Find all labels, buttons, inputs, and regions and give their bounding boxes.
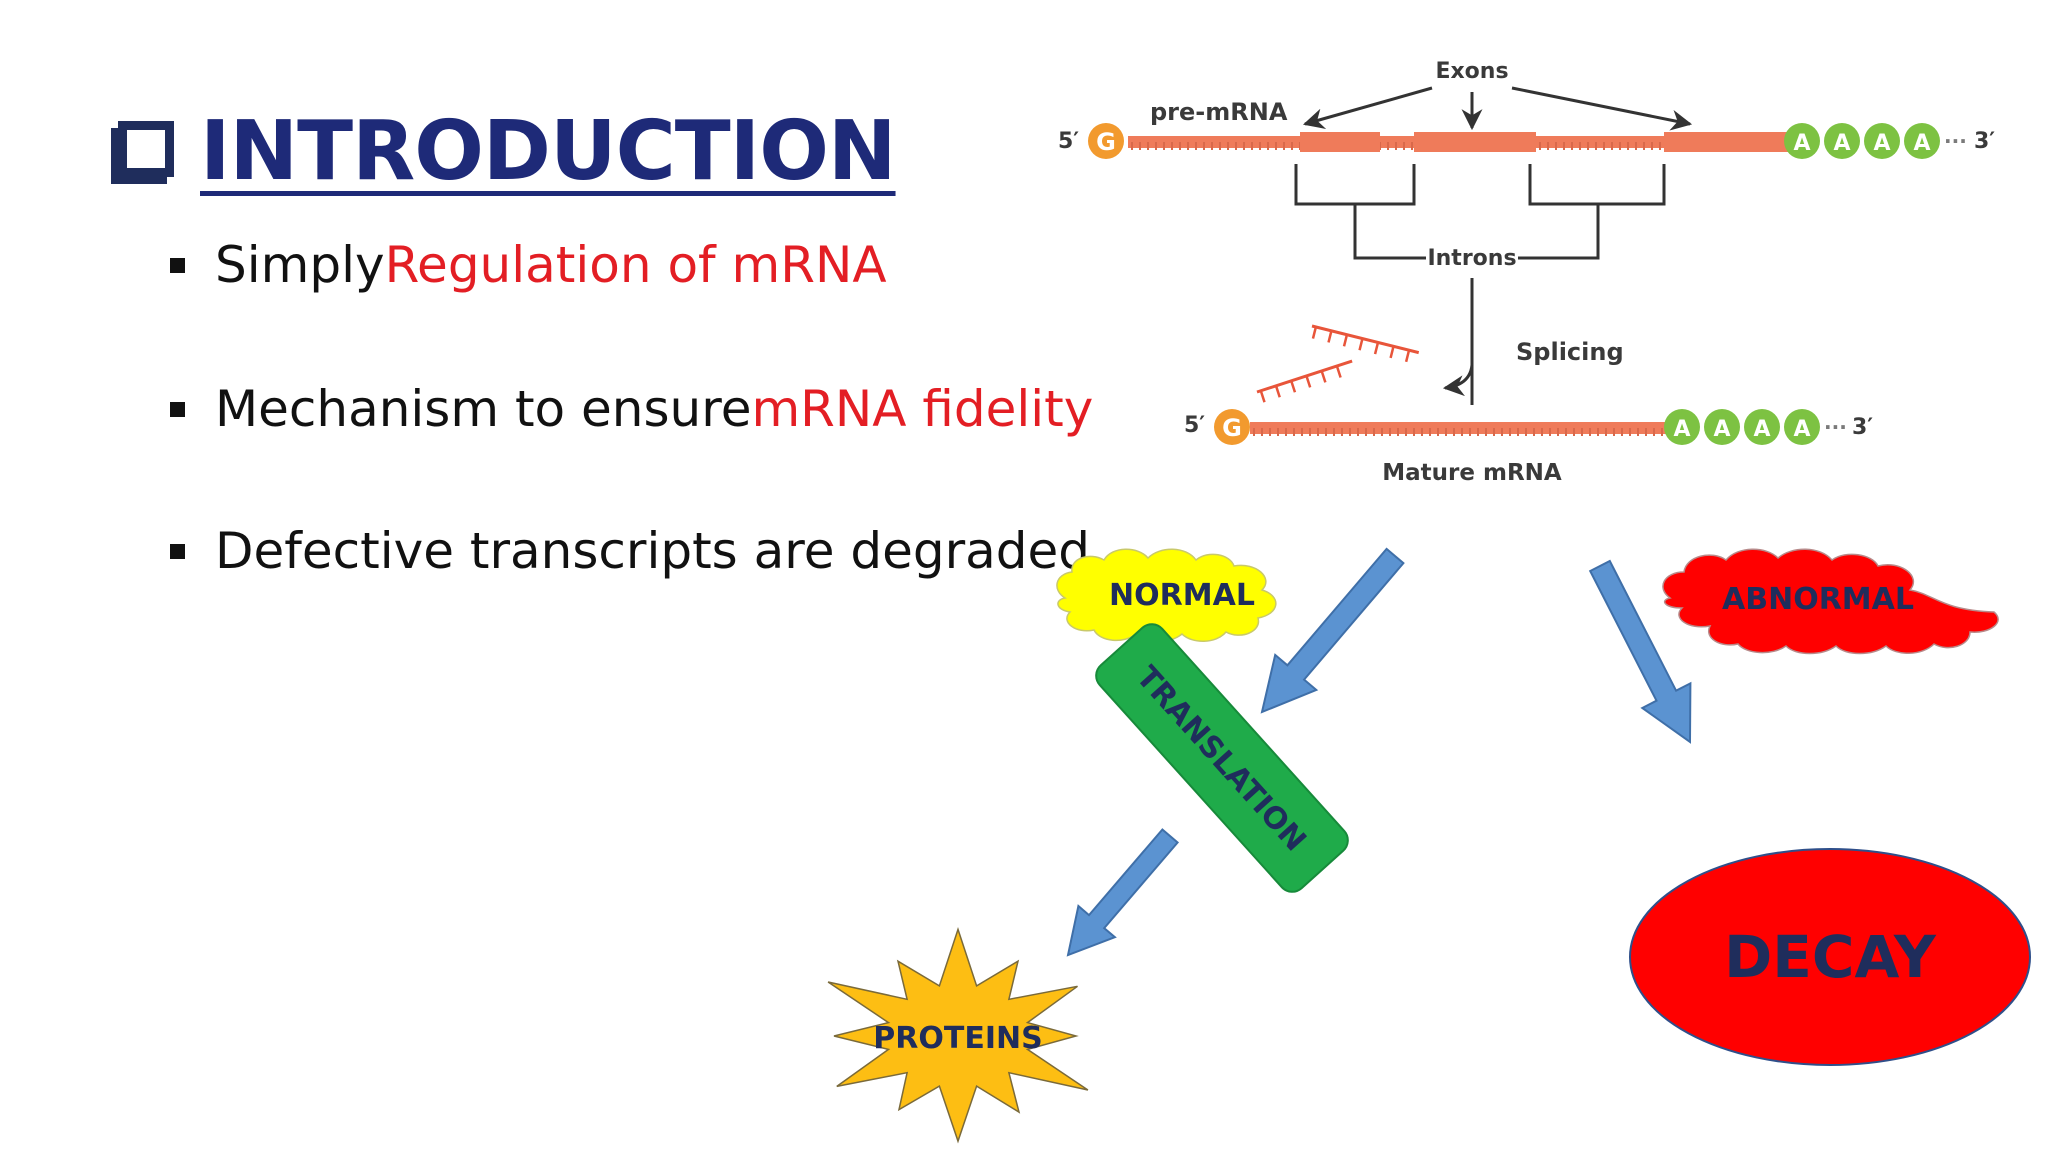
cloud-icon [1056, 548, 1277, 643]
poly-a-circle [1904, 123, 1940, 159]
intron-bracket [1353, 204, 1426, 260]
mature-mrna-label: Mature mRNA [1382, 460, 1562, 486]
poly-a-circle [1704, 409, 1740, 445]
mature-mrna-strand [1250, 422, 1670, 436]
introns-label: Introns [1427, 246, 1516, 271]
five-prime-label: 5′ [1058, 129, 1079, 154]
exon-segment [1414, 132, 1536, 152]
poly-a-circle [1784, 409, 1820, 445]
cloud-icon [1662, 548, 1999, 655]
poly-a-label: A [1873, 131, 1890, 156]
excised-intron-fragment [1256, 359, 1353, 403]
exon-pointer-arrow [1302, 86, 1433, 129]
normal-label: NORMAL [1109, 578, 1255, 613]
proteins-starburst: PROTEINS [827, 927, 1089, 1144]
ellipsis-label: ··· [1944, 129, 1967, 153]
page-title: INTRODUCTION [200, 103, 897, 199]
exon-segment [1664, 132, 1788, 152]
poly-a-circle [1784, 123, 1820, 159]
pre-mrna-label: pre-mRNA [1150, 98, 1288, 126]
poly-a-label: A [1913, 131, 1930, 156]
bullet-item: Simply Regulation of mRNA [170, 236, 887, 294]
cap-circle [1088, 123, 1124, 159]
excised-introns [1256, 324, 1420, 403]
poly-a-label: A [1753, 417, 1770, 442]
intron-bracket [1518, 204, 1600, 260]
cap-circle [1214, 409, 1250, 445]
translation-box-shape [1095, 623, 1349, 893]
starburst-icon [827, 927, 1089, 1144]
poly-a-circle [1864, 123, 1900, 159]
checkbox-square-icon [118, 121, 174, 177]
splicing-arrow-branch [1442, 364, 1474, 397]
proteins-label: PROTEINS [873, 1021, 1042, 1056]
poly-a-label: A [1793, 417, 1810, 442]
poly-a-tail: A A A A ··· 3′ [1784, 123, 1995, 159]
bullet-highlight: mRNA fidelity [751, 380, 1094, 438]
exon-pointer-arrow [1511, 86, 1693, 131]
bullet-text: Mechanism to ensure [215, 380, 752, 438]
bullet-item: Mechanism to ensure mRNA fidelity [170, 380, 1093, 438]
bullet-text: Simply [215, 236, 385, 294]
poly-a-circle [1744, 409, 1780, 445]
normal-cloud: NORMAL [1056, 548, 1277, 643]
bullet-item: Defective transcripts are degraded [170, 522, 1090, 580]
cap-label: G [1096, 128, 1116, 156]
excised-intron-fragment [1311, 324, 1420, 363]
five-prime-cap: G [1214, 409, 1250, 445]
splicing-arrow [1442, 278, 1474, 405]
title-block: INTRODUCTION [118, 96, 897, 206]
abnormal-label: ABNORMAL [1722, 582, 1914, 617]
ellipsis-label: ··· [1824, 415, 1847, 439]
decay-ellipse-shape [1629, 848, 2031, 1066]
bullet-text: Defective transcripts are degraded [215, 522, 1091, 580]
bullet-highlight: Regulation of mRNA [384, 236, 887, 294]
intron-bracket [1528, 164, 1666, 206]
intron-bracket [1294, 164, 1416, 206]
three-prime-label: 3′ [1974, 129, 1995, 154]
five-prime-cap: G [1088, 123, 1124, 159]
bullet-square-icon [170, 401, 185, 417]
poly-a-label: A [1833, 131, 1850, 156]
splicing-label: Splicing [1516, 338, 1624, 366]
poly-a-label: A [1793, 131, 1810, 156]
arrow-icon [1588, 559, 1692, 744]
decay-ellipse: DECAY [1629, 848, 2031, 1066]
five-prime-label: 5′ [1184, 413, 1205, 438]
arrow-icon [1066, 828, 1180, 957]
arrow-icon [1260, 547, 1405, 714]
exons-label: Exons [1435, 59, 1508, 84]
intron-brackets [1294, 164, 1666, 260]
bullet-square-icon [170, 543, 185, 559]
decay-label: DECAY [1724, 923, 1937, 991]
bullet-square-icon [170, 257, 185, 273]
exon-segment [1300, 132, 1380, 152]
strand-ticks [1253, 428, 1663, 436]
cap-label: G [1222, 414, 1242, 442]
pre-mrna-strand [1128, 132, 1788, 152]
poly-a-circle [1824, 123, 1860, 159]
splicing-diagram: Exons pre-mRNA 5′ G A [1058, 59, 1995, 486]
three-prime-label: 3′ [1852, 415, 1873, 440]
poly-a-label: A [1673, 417, 1690, 442]
flow-arrows [1066, 547, 1692, 957]
poly-a-label: A [1713, 417, 1730, 442]
abnormal-cloud: ABNORMAL [1662, 548, 1999, 655]
poly-a-circle [1664, 409, 1700, 445]
poly-a-tail: A A A A ··· 3′ [1664, 409, 1873, 445]
